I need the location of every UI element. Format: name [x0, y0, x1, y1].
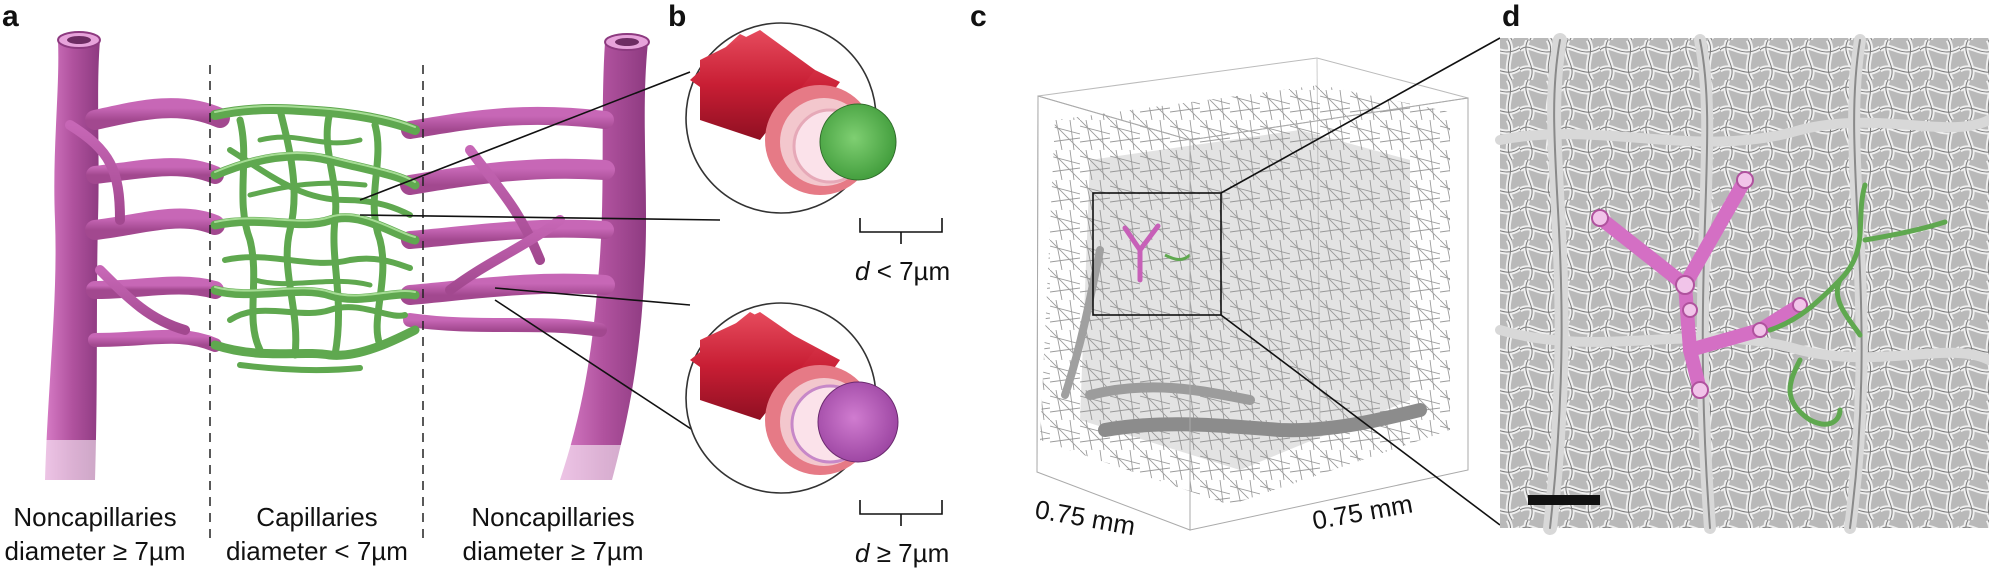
zoom-line-c-top — [1220, 37, 1501, 194]
zoomed-vessel-network — [1495, 33, 1989, 535]
caption-right-line1: Noncapillaries — [471, 502, 635, 532]
diameter-rest-bottom: ≥ 7µm — [869, 538, 950, 568]
zoom-line-a-bottom-1 — [494, 287, 691, 306]
right-noncapillary-vessel — [550, 33, 650, 485]
diameter-label-capillary: d < 7µm — [855, 256, 950, 287]
noncapillary-cross-section — [685, 302, 899, 494]
diameter-var-top: d — [855, 256, 870, 286]
caption-center-capillaries: Capillaries diameter < 7µm — [222, 500, 412, 568]
left-noncapillary-branches — [65, 98, 230, 352]
panel-letter-a: a — [2, 0, 19, 33]
diameter-label-noncapillary: d ≥ 7µm — [855, 538, 949, 569]
diameter-var-bottom: d — [855, 538, 870, 568]
capillary-network — [210, 103, 420, 374]
vessel-volume-cube — [1036, 57, 1469, 531]
caption-center-line1: Capillaries — [256, 502, 378, 532]
caption-right-line2: diameter ≥ 7µm — [462, 536, 644, 566]
capillary-network-highlights — [214, 104, 416, 297]
caption-left-line2: diameter ≥ 7µm — [4, 536, 186, 566]
caption-center-line2: diameter < 7µm — [226, 536, 408, 566]
right-noncapillary-branches — [400, 106, 615, 337]
capillary-cross-section — [685, 22, 897, 214]
left-noncapillary-vessel — [40, 31, 104, 485]
caption-left-line1: Noncapillaries — [13, 502, 177, 532]
zoom-line-a-bottom-2 — [494, 299, 721, 449]
scale-bar — [1528, 495, 1600, 505]
caption-left-noncapillaries: Noncapillaries diameter ≥ 7µm — [0, 500, 190, 568]
caption-right-noncapillaries: Noncapillaries diameter ≥ 7µm — [458, 500, 648, 568]
panel-letter-d: d — [1502, 0, 1521, 33]
diameter-bracket-top — [859, 218, 943, 244]
diameter-bracket-bottom — [859, 500, 943, 526]
diameter-rest-top: < 7µm — [869, 256, 951, 286]
zoom-line-c-bottom — [1220, 314, 1501, 526]
panel-letter-c: c — [970, 0, 987, 33]
panel-letter-b: b — [668, 0, 687, 33]
zoom-line-a-top-1 — [359, 71, 691, 201]
zoom-line-a-top-2 — [359, 214, 721, 221]
